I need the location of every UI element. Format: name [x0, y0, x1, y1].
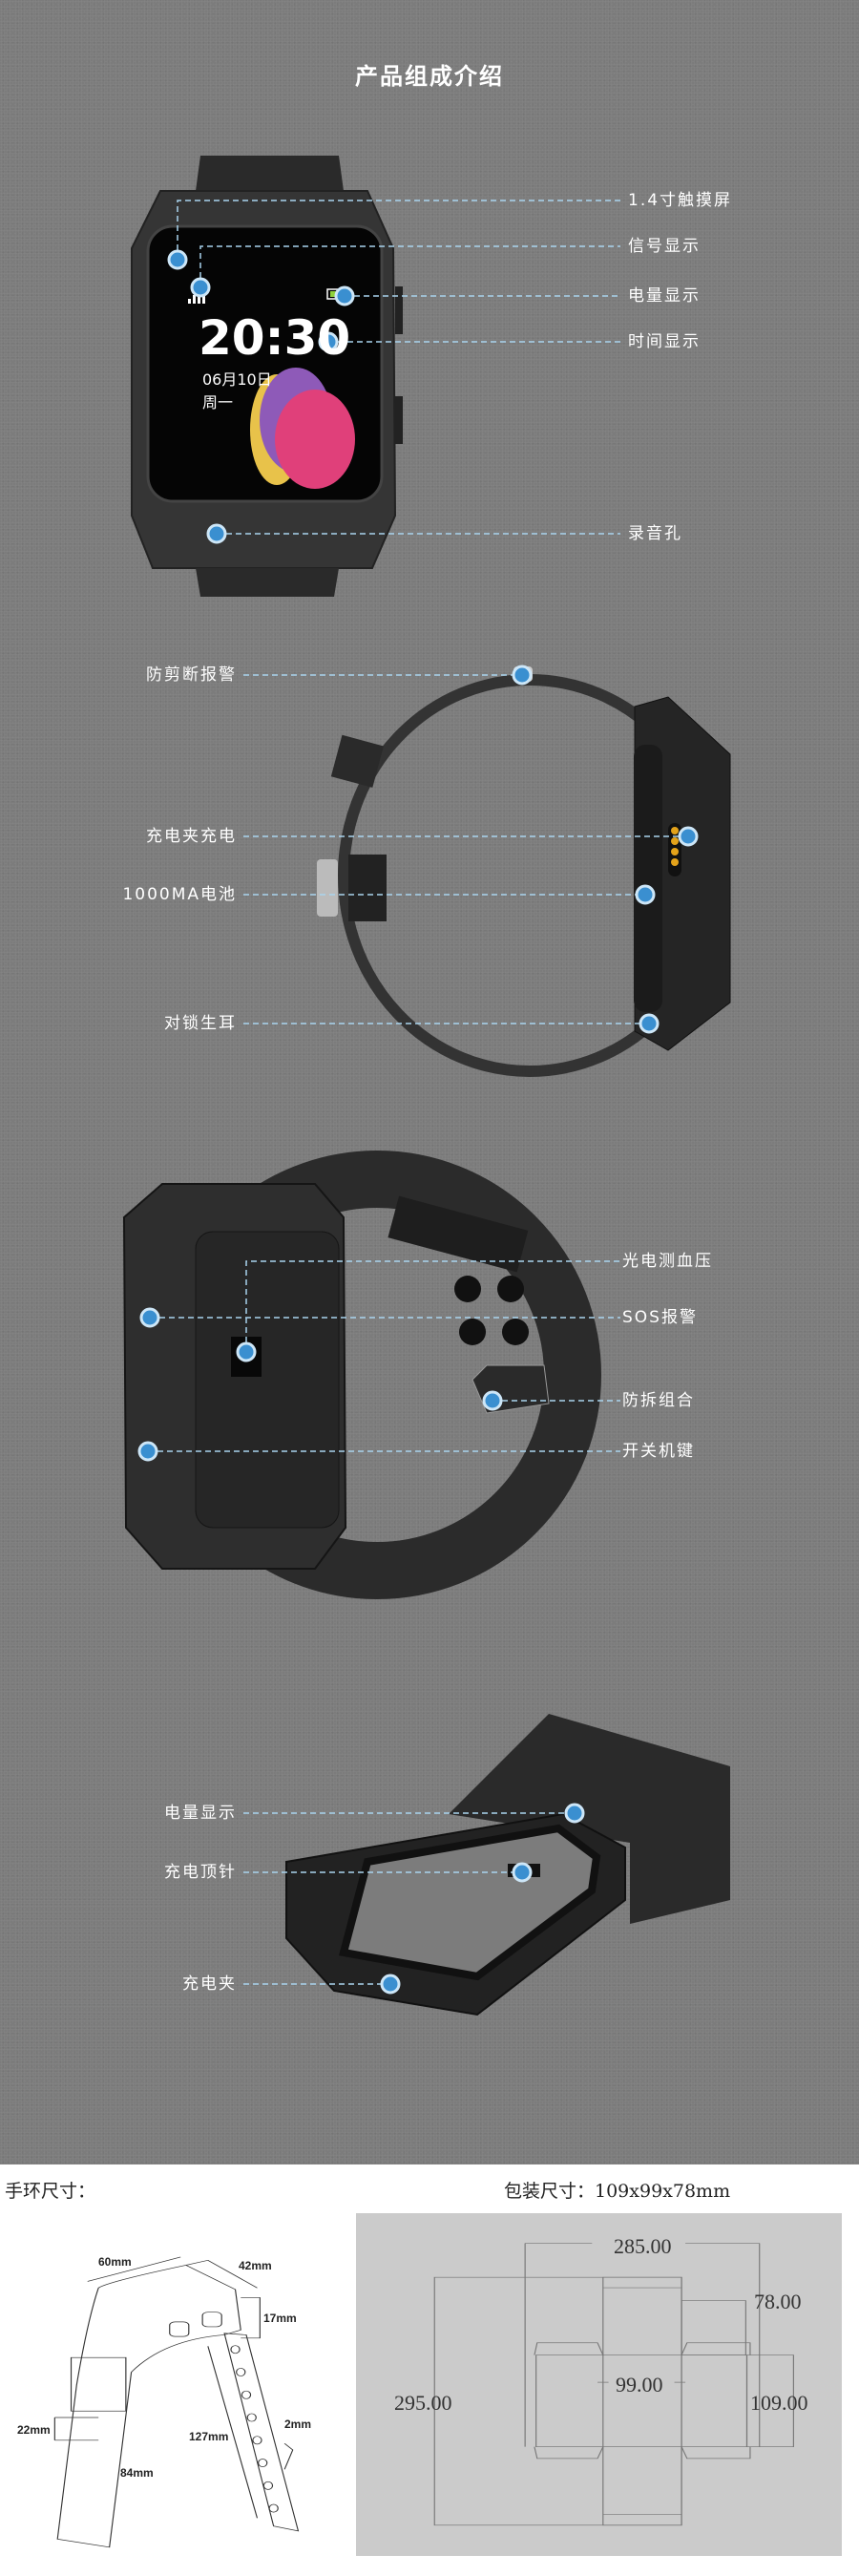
label-charging-clip: 充电夹 — [182, 1974, 237, 1994]
screen-weekday: 周一 — [202, 393, 234, 412]
dim-strap-thickness: 2mm — [284, 2418, 312, 2431]
back-watch — [122, 1151, 601, 1599]
page-title: 产品组成介绍 — [355, 63, 504, 90]
screen-time: 20:30 — [199, 310, 351, 366]
label-clip-charging: 充电夹充电 — [146, 827, 237, 846]
product-illustrations — [122, 156, 731, 2016]
dieline-dim-285: 285.00 — [614, 2234, 672, 2258]
dim-short-strap: 84mm — [120, 2466, 154, 2480]
label-time: 时间显示 — [628, 332, 701, 351]
dieline-dim-109: 109.00 — [750, 2391, 808, 2415]
side-band — [317, 666, 731, 1077]
label-charger-battery: 电量显示 — [164, 1804, 237, 1823]
band-size-heading: 手环尺寸： — [5, 2181, 96, 2202]
dim-thickness: 17mm — [263, 2312, 297, 2325]
marker-dots — [137, 249, 699, 1995]
label-battery-capacity: 1000MA电池 — [122, 885, 237, 904]
label-power-key: 开关机键 — [622, 1442, 695, 1461]
label-touchscreen: 1.4寸触摸屏 — [628, 191, 733, 210]
package-dieline-panel: 285.00 78.00 99.00 295.00 109.00 — [356, 2213, 842, 2556]
package-dieline — [433, 2243, 794, 2526]
label-mic: 录音孔 — [628, 524, 682, 543]
callout-lines — [148, 200, 688, 1985]
dim-strap-width: 22mm — [17, 2423, 51, 2437]
label-lock-lugs: 对锁生耳 — [164, 1014, 237, 1033]
label-tamper: 防拆组合 — [622, 1391, 695, 1410]
package-size-heading: 包装尺寸：109x99x78mm — [504, 2181, 731, 2202]
band-dimension-drawing — [53, 2256, 300, 2548]
dieline-dim-295: 295.00 — [394, 2391, 452, 2415]
dim-depth: 42mm — [239, 2259, 272, 2272]
dieline-dim-99: 99.00 — [616, 2373, 663, 2397]
label-signal: 信号显示 — [628, 237, 701, 256]
screen-date: 06月10日 — [202, 370, 272, 389]
charger — [285, 1714, 730, 2016]
dieline-dim-78: 78.00 — [754, 2290, 802, 2313]
label-sos: SOS报警 — [622, 1308, 698, 1327]
label-blood-pressure: 光电测血压 — [622, 1252, 713, 1271]
dim-long-strap: 127mm — [189, 2430, 229, 2443]
dim-width: 60mm — [98, 2255, 132, 2269]
label-anti-cut: 防剪断报警 — [146, 665, 237, 685]
label-battery: 电量显示 — [628, 286, 701, 306]
label-pogo-pins: 充电顶针 — [164, 1863, 237, 1882]
